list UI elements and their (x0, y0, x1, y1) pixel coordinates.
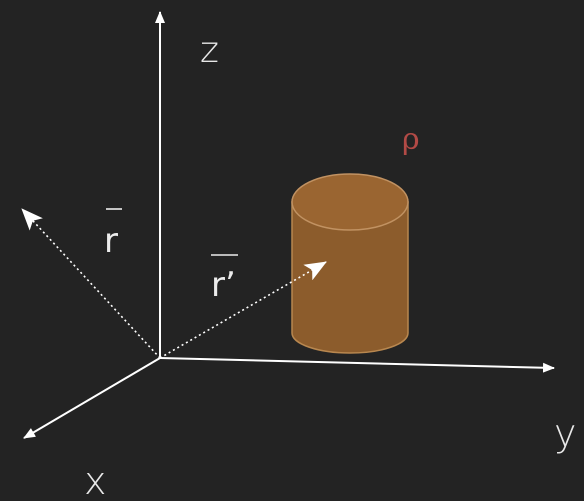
x-axis-label: x (84, 459, 107, 501)
r-prime-vector (159, 261, 327, 359)
x-axis (23, 357, 161, 439)
y-axis (159, 357, 555, 373)
r-prime-label-text: r’ (211, 265, 236, 305)
r-label-text: r (104, 221, 118, 261)
cylinder-top (291, 173, 409, 231)
z-axis-label: z (200, 30, 219, 71)
y-axis-label: y (554, 411, 577, 455)
cylinder-body (291, 173, 409, 354)
cylinder-side (291, 201, 409, 354)
r-prime-vector-label: r’ (211, 254, 238, 305)
r-vector (21, 208, 161, 359)
density-label: ρ (402, 122, 420, 157)
r-vector-label: r (104, 208, 122, 261)
